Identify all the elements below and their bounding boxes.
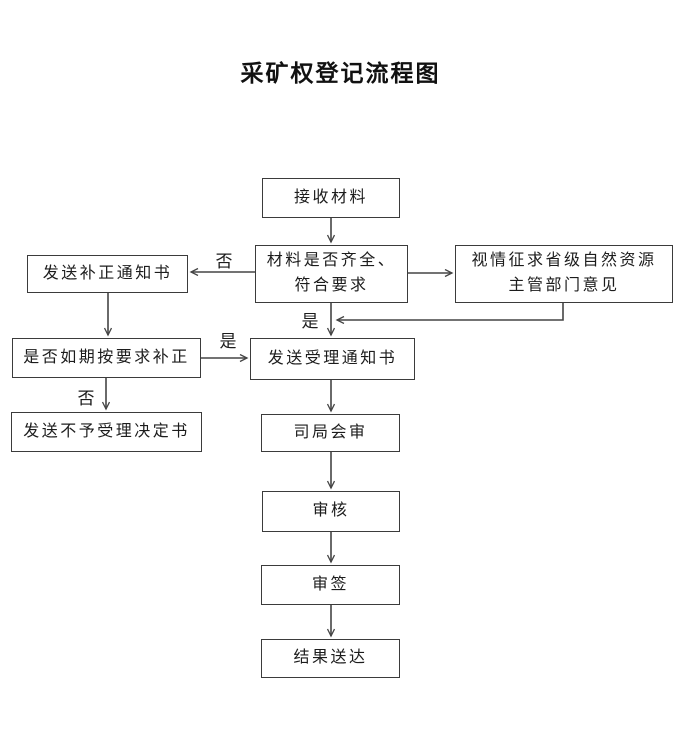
edge-label-yes-complete: 是 [301,312,319,331]
node-department-joint-review-label: 司局会审 [293,423,368,441]
node-supplement-on-time-label: 是否如期按要求补正 [23,348,190,366]
node-send-rejection-decision-label: 发送不予受理决定书 [23,422,190,440]
node-consult-provincial-authority: 视情征求省级自然资源 主管部门意见 [455,245,673,303]
node-sign-off: 审签 [261,565,400,605]
page-title: 采矿权登记流程图 [240,60,441,86]
edge-label-no-incomplete: 否 [215,252,233,271]
node-send-rejection-decision: 发送不予受理决定书 [11,412,202,452]
node-materials-complete-line2: 符合要求 [294,277,369,294]
node-sign-off-label: 审签 [311,575,349,593]
node-send-acceptance-notice-label: 发送受理通知书 [267,349,398,367]
node-consult-line2: 主管部门意见 [508,277,620,294]
node-send-acceptance-notice: 发送受理通知书 [250,338,415,380]
node-receive-materials: 接收材料 [262,178,400,218]
node-audit-label: 审核 [312,502,350,520]
edge-label-no-not-on-time: 否 [77,389,95,408]
edge-label-yes-on-time: 是 [219,332,237,351]
node-audit: 审核 [262,491,400,532]
node-send-supplement-notice-label: 发送补正通知书 [42,264,173,282]
node-deliver-result: 结果送达 [261,639,400,678]
node-materials-complete-line1: 材料是否齐全、 [266,252,397,270]
node-supplement-on-time-decision: 是否如期按要求补正 [12,338,201,378]
node-consult-line1: 视情征求省级自然资源 [471,252,657,270]
node-receive-materials-label: 接收材料 [293,188,368,206]
edge-consult-feedback [337,303,564,320]
node-department-joint-review: 司局会审 [261,414,400,452]
node-send-supplement-notice: 发送补正通知书 [27,255,188,293]
node-materials-complete-decision: 材料是否齐全、 符合要求 [255,245,408,303]
node-deliver-result-label: 结果送达 [293,649,368,667]
